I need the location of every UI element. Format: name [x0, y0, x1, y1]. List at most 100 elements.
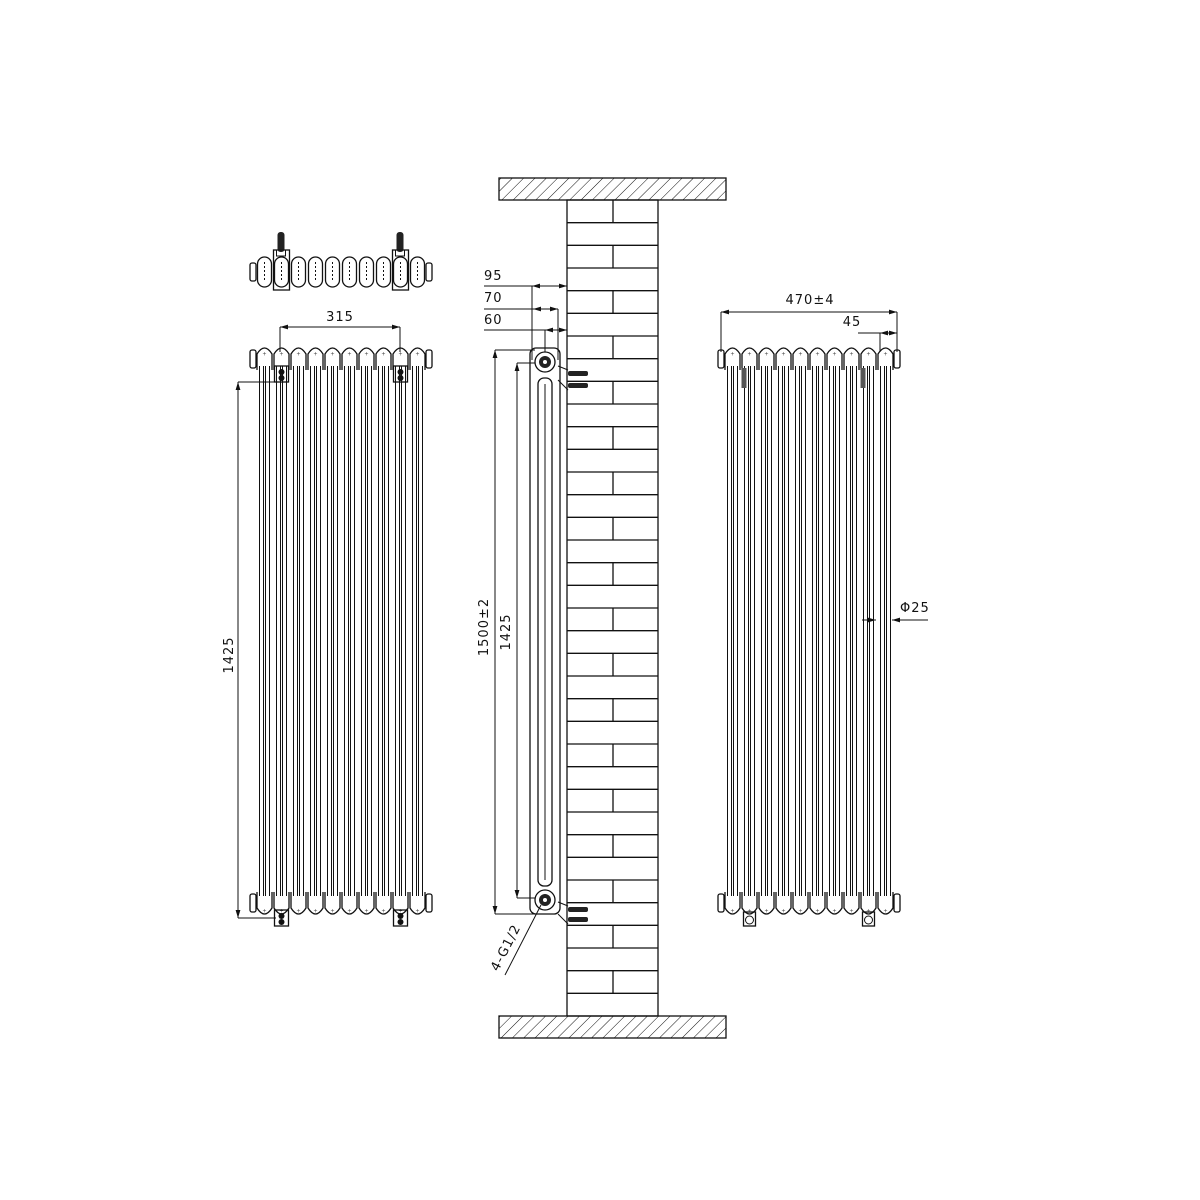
bracket-screw — [397, 369, 404, 375]
section-bottom-cap — [409, 892, 426, 915]
section-top-cap — [877, 347, 894, 370]
section-top-cap — [341, 347, 358, 370]
foot-bolt — [745, 915, 754, 925]
section-bottom-cap — [775, 892, 792, 915]
dim-phi25-label: Φ25 — [900, 601, 930, 616]
section-bottom-cap — [724, 892, 741, 915]
radiator-section: ++ — [341, 347, 358, 915]
plus-mark: + — [365, 907, 369, 915]
plus-mark: + — [884, 907, 888, 915]
section-top-cap — [775, 347, 792, 370]
pipe-bore — [543, 360, 547, 364]
plus-mark: + — [799, 350, 803, 358]
ceiling-slab — [498, 177, 727, 201]
section-side-tube — [537, 377, 553, 887]
connection-leader — [504, 904, 542, 976]
end-plug — [893, 893, 901, 913]
dim-1425-side-label: 1425 — [499, 613, 514, 650]
bracket-screw — [278, 913, 285, 919]
plus-mark: + — [765, 350, 769, 358]
section-top-cap — [324, 347, 341, 370]
radiator-section: ++ — [741, 347, 758, 915]
header-pipe — [534, 889, 556, 911]
radiator-section: ++ — [324, 347, 341, 915]
section-top-cap — [724, 347, 741, 370]
section-bottom-cap — [358, 892, 375, 915]
bracket-line — [557, 365, 569, 371]
section-top-cap — [741, 347, 758, 370]
wall-plug — [396, 232, 404, 252]
plus-mark: + — [731, 907, 735, 915]
plus-mark: + — [884, 350, 888, 358]
plus-mark: + — [867, 350, 871, 358]
top-plan-view — [249, 232, 433, 291]
foot-bolt — [864, 915, 873, 925]
foot-bracket — [861, 911, 876, 927]
bracket-screw — [278, 369, 285, 375]
section-top-cap — [809, 347, 826, 370]
plus-mark: + — [348, 907, 352, 915]
section-bottom-cap — [792, 892, 809, 915]
plus-mark: + — [748, 907, 752, 915]
wall-bracket — [273, 365, 290, 383]
plus-mark: + — [263, 907, 267, 915]
front-view: ++++++++++++++++++++ — [249, 347, 433, 927]
rear-view: ++++++++++++++++++++ — [717, 347, 901, 927]
plus-mark: + — [382, 350, 386, 358]
section-plan — [256, 256, 273, 288]
plus-mark: + — [416, 907, 420, 915]
bracket-head — [395, 249, 405, 257]
bracket-line — [557, 913, 569, 925]
dim-70-label: 70 — [484, 291, 503, 306]
side-view — [529, 347, 588, 925]
plus-mark: + — [850, 350, 854, 358]
radiator-section: ++ — [775, 347, 792, 915]
section-top-cap — [307, 347, 324, 370]
section-bottom-cap — [324, 892, 341, 915]
section-top-cap — [826, 347, 843, 370]
plus-mark: + — [833, 907, 837, 915]
section-bottom-cap — [826, 892, 843, 915]
section-plan — [307, 256, 324, 288]
floor-slab — [498, 1015, 727, 1039]
wall-anchor — [568, 371, 588, 376]
dim-470-label: 470±4 — [786, 293, 835, 308]
radiator-section: ++ — [375, 347, 392, 915]
section-plan — [375, 256, 392, 288]
plus-mark: + — [314, 350, 318, 358]
section-bottom-cap — [341, 892, 358, 915]
wall-plug — [277, 232, 285, 252]
plus-mark: + — [365, 350, 369, 358]
pipe-bore — [543, 898, 547, 902]
plus-mark: + — [297, 907, 301, 915]
plus-mark: + — [314, 907, 318, 915]
plus-mark: + — [850, 907, 854, 915]
radiator-section: ++ — [843, 347, 860, 915]
section-bottom-cap — [290, 892, 307, 915]
plus-mark: + — [867, 907, 871, 915]
radiator-section: ++ — [724, 347, 741, 915]
plus-mark: + — [382, 907, 386, 915]
section-bottom-cap — [860, 892, 877, 915]
wall-anchor — [568, 907, 588, 912]
dim-1425-front-label: 1425 — [222, 636, 237, 673]
dim-60-label: 60 — [484, 313, 503, 328]
radiator-section: ++ — [290, 347, 307, 915]
end-plug — [717, 893, 725, 913]
section-plan — [290, 256, 307, 288]
bracket-line — [557, 901, 569, 907]
wall-bracket — [392, 365, 409, 383]
plus-mark: + — [348, 350, 352, 358]
dim-1500-label: 1500±2 — [477, 598, 492, 656]
bracket-screw — [397, 913, 404, 919]
section-plan — [341, 256, 358, 288]
plus-mark: + — [331, 907, 335, 915]
section-bottom-cap — [256, 892, 273, 915]
section-top-cap — [375, 347, 392, 370]
radiator-section: ++ — [392, 347, 409, 915]
section-top-cap — [290, 347, 307, 370]
bracket-arm — [741, 368, 747, 388]
section-top-cap — [409, 347, 426, 370]
section-plan — [273, 256, 290, 288]
